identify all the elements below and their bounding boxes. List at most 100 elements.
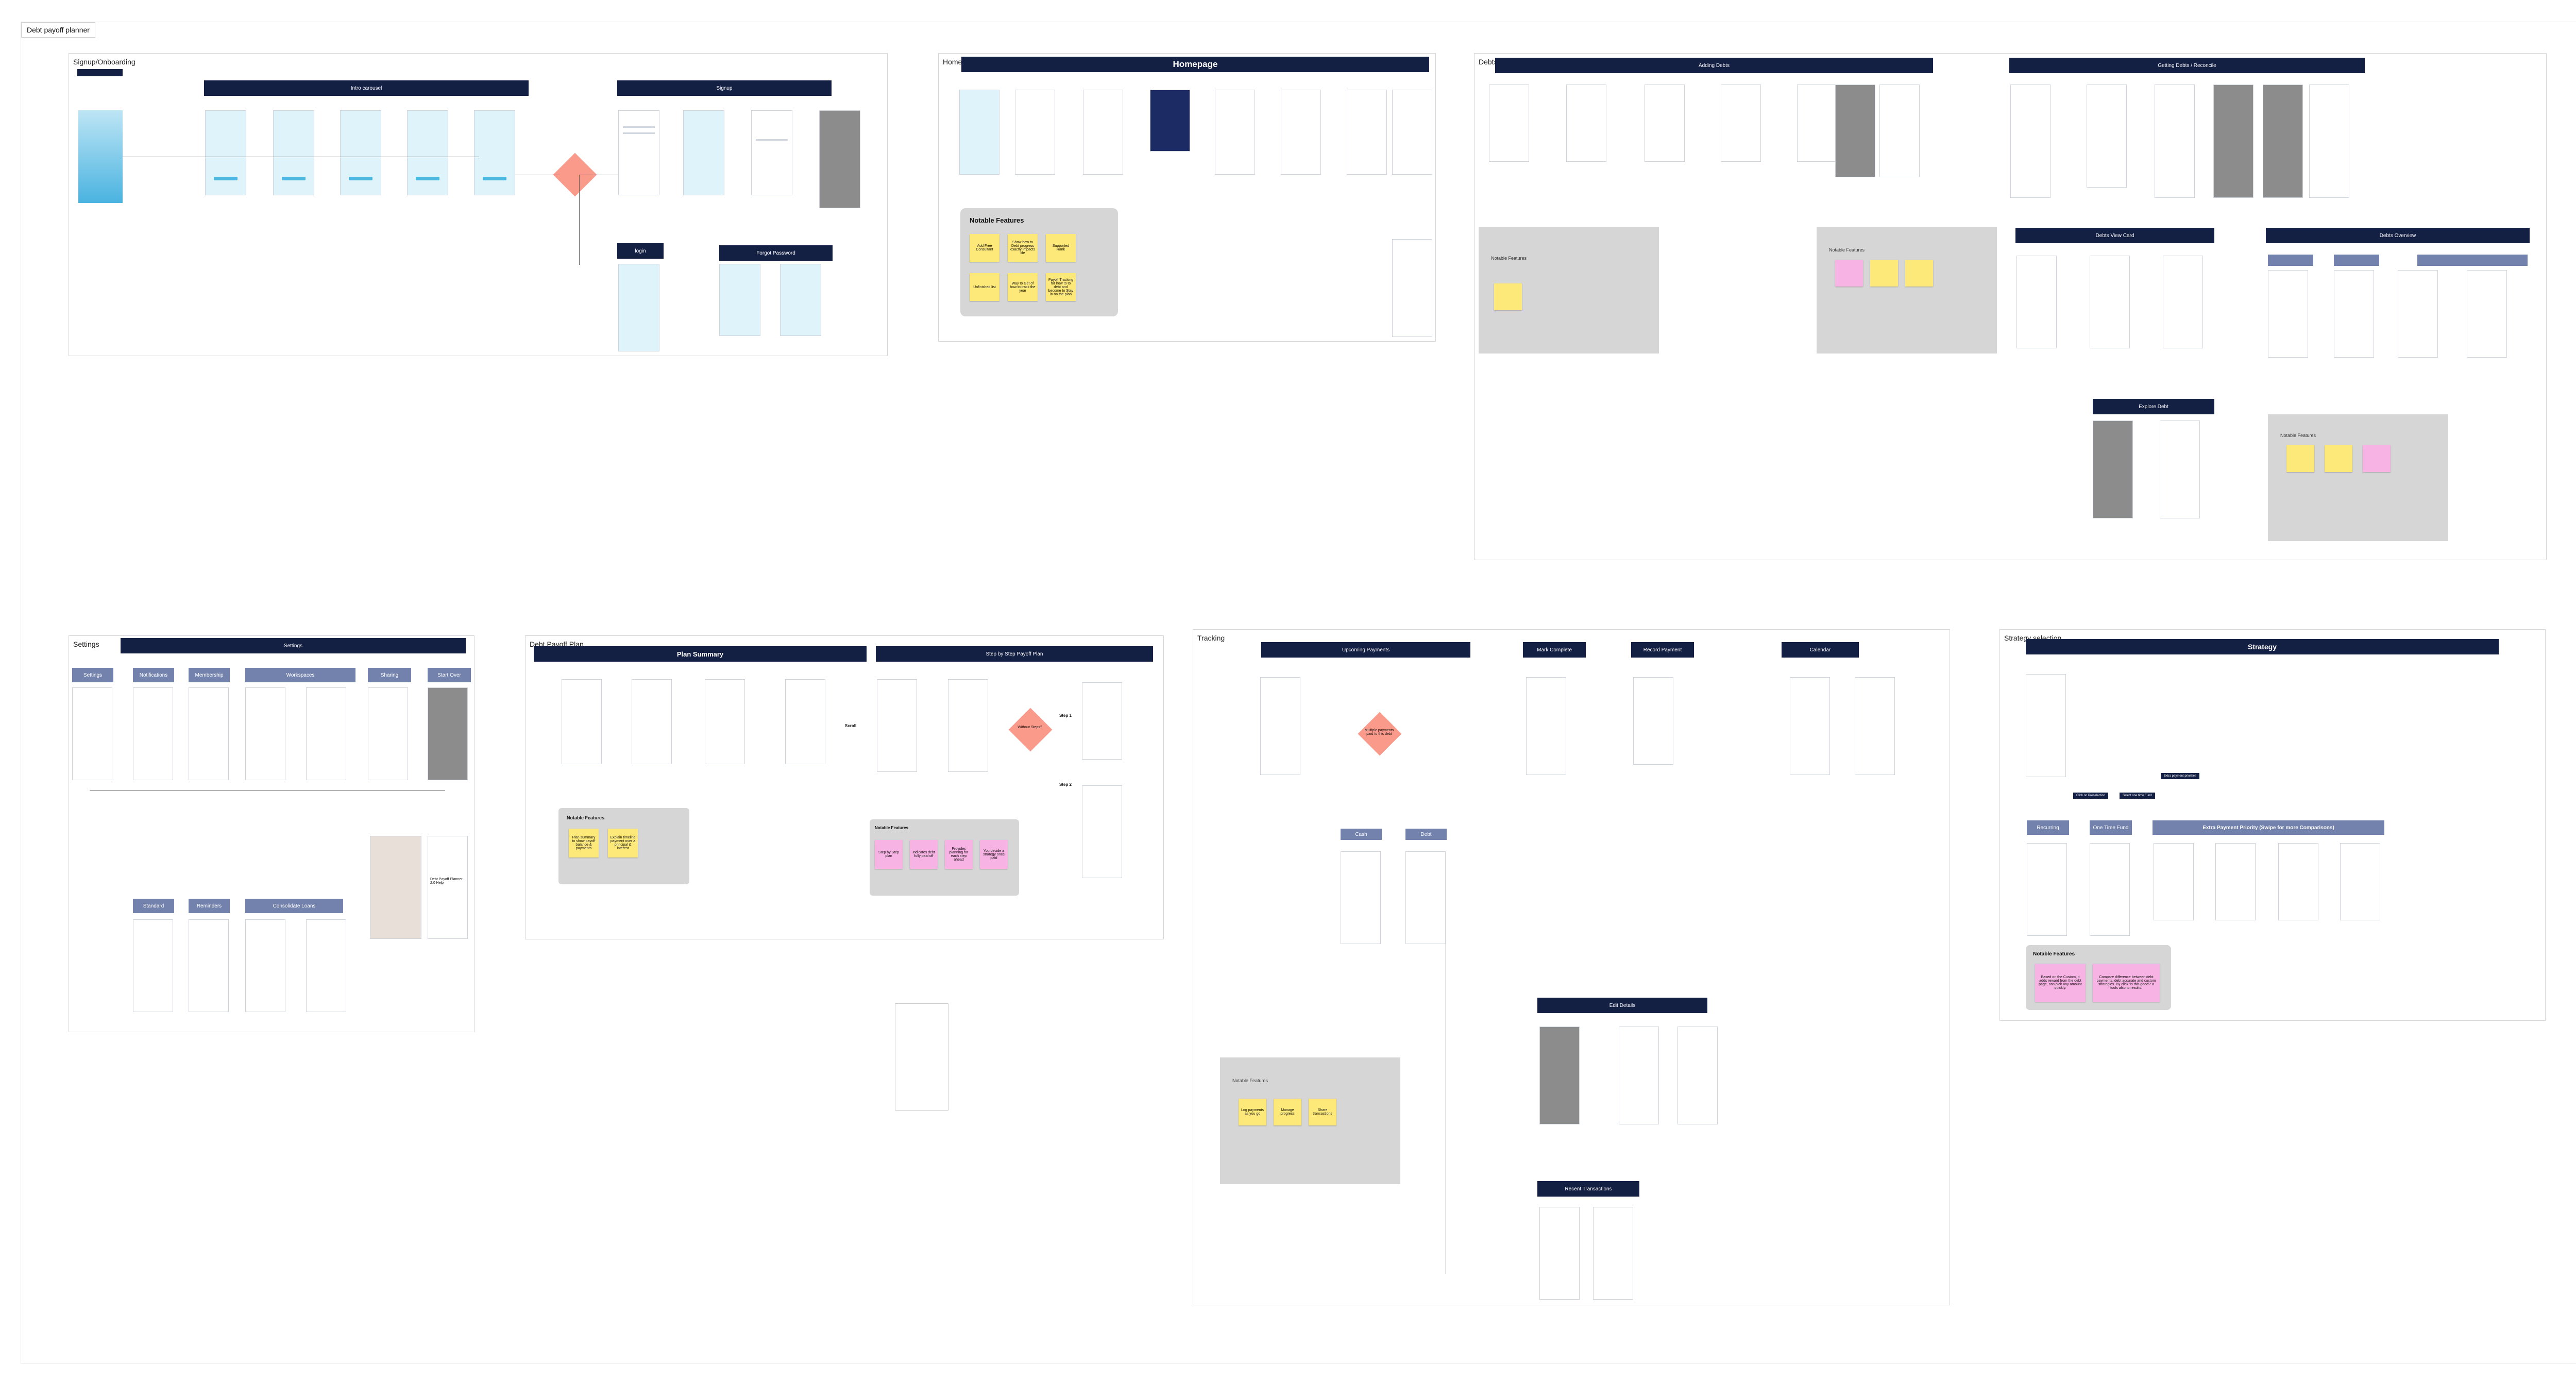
- view-card-screen-3[interactable]: [2163, 256, 2203, 348]
- tab-workspaces[interactable]: Workspaces: [245, 668, 355, 682]
- overview-screen-4[interactable]: [2467, 270, 2507, 358]
- view-card-screen-1[interactable]: [2016, 256, 2057, 348]
- plan-screen-4[interactable]: [785, 679, 825, 764]
- tab-consolidate-loans[interactable]: Consolidate Loans: [245, 899, 343, 913]
- home-screen-6[interactable]: [1281, 90, 1321, 175]
- home-screen-5[interactable]: [1215, 90, 1255, 175]
- getting-screen-5[interactable]: [2263, 85, 2303, 198]
- debt-screen[interactable]: [1405, 851, 1446, 944]
- help-screen[interactable]: Debt Payoff Planner 2.0 Help: [428, 836, 468, 939]
- signup-screen-1[interactable]: [618, 110, 659, 195]
- settings-screen-2[interactable]: [133, 687, 173, 780]
- home-screen-9[interactable]: [1392, 239, 1432, 337]
- tab-overview-1[interactable]: [2268, 255, 2313, 266]
- debts-screen-4[interactable]: [1721, 85, 1761, 162]
- debts-screen-6[interactable]: [1835, 85, 1875, 177]
- plan-screen-2[interactable]: [632, 679, 672, 764]
- home-screen-1[interactable]: [959, 90, 999, 175]
- step-screen-2[interactable]: [948, 679, 988, 772]
- tab-notifications[interactable]: Notifications: [133, 668, 174, 682]
- tab-sharing[interactable]: Sharing: [368, 668, 411, 682]
- tab-reminders[interactable]: Reminders: [189, 899, 230, 913]
- overview-screen-1[interactable]: [2268, 270, 2308, 358]
- explore-screen-1[interactable]: [2093, 421, 2133, 518]
- getting-screen-6[interactable]: [2309, 85, 2349, 198]
- tab-cash[interactable]: Cash: [1341, 829, 1382, 840]
- upcoming-screen[interactable]: [1260, 677, 1300, 775]
- reminders-screen[interactable]: [189, 919, 229, 1012]
- mark-complete-screen[interactable]: [1526, 677, 1566, 775]
- debts-screen-3[interactable]: [1645, 85, 1685, 162]
- tab-one-time-fund[interactable]: One Time Fund: [2090, 820, 2132, 835]
- signup-screen-4[interactable]: [819, 110, 860, 208]
- tab-start-over[interactable]: Start Over: [428, 668, 471, 682]
- tab-debt[interactable]: Debt: [1405, 829, 1447, 840]
- overview-screen-2[interactable]: [2334, 270, 2374, 358]
- recurring-screen[interactable]: [2027, 843, 2067, 936]
- overview-screen-3[interactable]: [2398, 270, 2438, 358]
- cash-screen[interactable]: [1341, 851, 1381, 944]
- tab-overview-2[interactable]: [2334, 255, 2379, 266]
- home-screen-3[interactable]: [1083, 90, 1123, 175]
- help-video-screen[interactable]: [370, 836, 421, 939]
- settings-screen-5[interactable]: [306, 687, 346, 780]
- edit-screen-3[interactable]: [1677, 1027, 1718, 1124]
- step-screen-3[interactable]: [1082, 682, 1122, 760]
- priority-screen-3[interactable]: [2278, 843, 2318, 920]
- step-screen-4[interactable]: [1082, 785, 1122, 878]
- intro-screen-2[interactable]: [273, 110, 314, 195]
- settings-screen-4[interactable]: [245, 687, 285, 780]
- settings-screen-6[interactable]: [368, 687, 408, 780]
- login-screen[interactable]: [618, 264, 659, 351]
- strategy-screen[interactable]: [2026, 674, 2066, 777]
- view-card-screen-2[interactable]: [2090, 256, 2130, 348]
- intro-screen-4[interactable]: [407, 110, 448, 195]
- debts-screen-1[interactable]: [1489, 85, 1529, 162]
- standard-screen[interactable]: [133, 919, 173, 1012]
- priority-screen-1[interactable]: [2154, 843, 2194, 920]
- plan-screen-1[interactable]: [562, 679, 602, 764]
- home-screen-7[interactable]: [1347, 90, 1387, 175]
- consolidate-screen-1[interactable]: [245, 919, 285, 1012]
- debts-screen-5[interactable]: [1797, 85, 1837, 162]
- getting-screen-2[interactable]: [2087, 85, 2127, 188]
- getting-screen-3[interactable]: [2155, 85, 2195, 198]
- document-tab[interactable]: Debt payoff planner: [21, 22, 95, 38]
- home-screen-4[interactable]: [1150, 90, 1190, 152]
- calendar-screen-1[interactable]: [1790, 677, 1830, 775]
- signup-screen-3[interactable]: [751, 110, 792, 195]
- home-screen-8[interactable]: [1392, 90, 1432, 175]
- intro-screen-1[interactable]: [205, 110, 246, 195]
- intro-screen-3[interactable]: [340, 110, 381, 195]
- intro-screen-5[interactable]: [474, 110, 515, 195]
- debts-screen-7[interactable]: [1879, 85, 1920, 177]
- settings-screen-7[interactable]: [428, 687, 468, 780]
- tab-standard[interactable]: Standard: [133, 899, 174, 913]
- tab-extra-payment-priority[interactable]: Extra Payment Priority (Swipe for more C…: [2153, 820, 2384, 835]
- tab-settings[interactable]: Settings: [72, 668, 113, 682]
- tab-overview-3[interactable]: [2417, 255, 2528, 266]
- step-screen-1[interactable]: [877, 679, 917, 772]
- settings-screen-3[interactable]: [189, 687, 229, 780]
- edit-screen-1[interactable]: [1539, 1027, 1580, 1124]
- getting-screen-1[interactable]: [2010, 85, 2050, 198]
- consolidate-screen-2[interactable]: [306, 919, 346, 1012]
- calendar-screen-2[interactable]: [1855, 677, 1895, 775]
- priority-screen-4[interactable]: [2340, 843, 2380, 920]
- priority-screen-2[interactable]: [2215, 843, 2256, 920]
- one-time-screen[interactable]: [2090, 843, 2130, 936]
- record-payment-screen[interactable]: [1633, 677, 1673, 765]
- tab-membership[interactable]: Membership: [189, 668, 230, 682]
- explore-screen-2[interactable]: [2160, 421, 2200, 518]
- forgot-screen-1[interactable]: [719, 264, 760, 336]
- edit-screen-2[interactable]: [1619, 1027, 1659, 1124]
- transactions-screen-1[interactable]: [1539, 1207, 1580, 1300]
- tab-recurring[interactable]: Recurring: [2027, 820, 2069, 835]
- signup-screen-2[interactable]: [683, 110, 724, 195]
- plan-screen-3[interactable]: [705, 679, 745, 764]
- settings-screen-1[interactable]: [72, 687, 112, 780]
- transactions-screen-2[interactable]: [1593, 1207, 1633, 1300]
- getting-screen-4[interactable]: [2213, 85, 2253, 198]
- forgot-screen-2[interactable]: [780, 264, 821, 336]
- debts-screen-2[interactable]: [1566, 85, 1606, 162]
